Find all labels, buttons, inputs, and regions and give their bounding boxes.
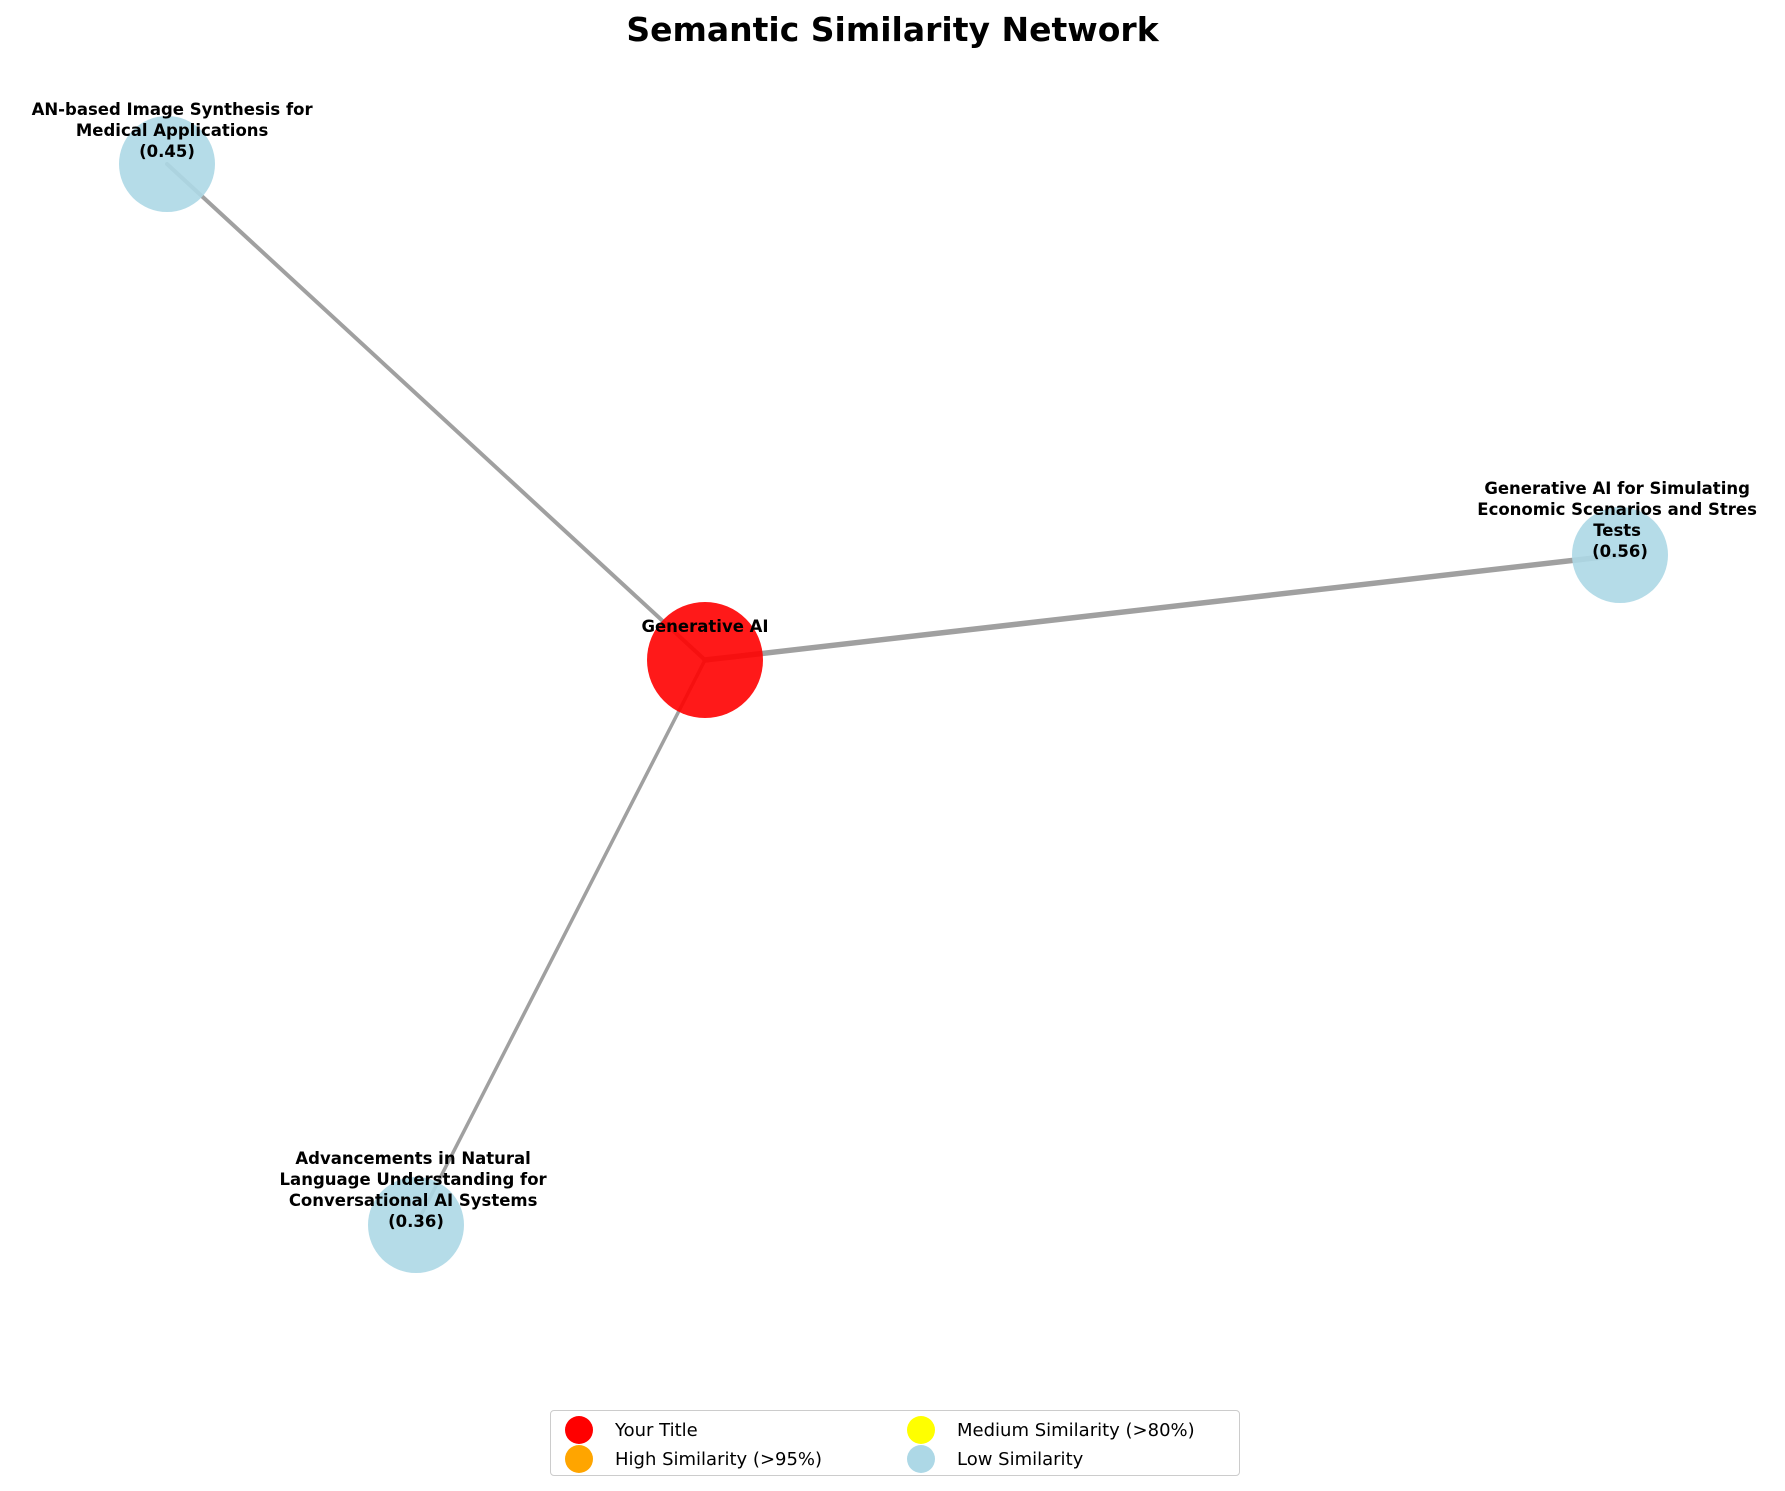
legend-marker-yellow — [907, 1416, 935, 1444]
legend: Your Title High Similarity (>95%) Medium… — [550, 1410, 1240, 1476]
labels-layer: Generative AI AN-based Image Synthesis f… — [32, 100, 1762, 1231]
legend-marker-orange — [565, 1445, 593, 1473]
edge-center-right — [702, 552, 1623, 663]
legend-item-your-title: Your Title — [565, 1416, 698, 1444]
legend-marker-red — [565, 1416, 593, 1444]
legend-label: Your Title — [615, 1419, 698, 1441]
legend-item-medium-similarity: Medium Similarity (>80%) — [907, 1416, 1195, 1444]
legend-item-high-similarity: High Similarity (>95%) — [565, 1445, 822, 1473]
node-label-generative-ai: Generative AI — [641, 617, 768, 636]
edges-layer — [165, 162, 1623, 1227]
legend-label: Medium Similarity (>80%) — [957, 1419, 1195, 1441]
edge-center-top-left — [165, 162, 707, 662]
node-label-image-synthesis: AN-based Image Synthesis for Medical App… — [32, 100, 319, 161]
diagram-title: Semantic Similarity Network — [626, 10, 1159, 49]
node-image-synthesis[interactable] — [119, 116, 215, 212]
nodes-layer — [119, 116, 1668, 1273]
node-generative-ai[interactable] — [647, 602, 763, 718]
legend-item-low-similarity: Low Similarity — [907, 1445, 1083, 1473]
legend-label: Low Similarity — [957, 1448, 1084, 1470]
legend-marker-lightblue — [907, 1445, 935, 1473]
edge-center-bottom — [414, 658, 707, 1227]
node-label-economic-scenarios: Generative AI for Simulating Economic Sc… — [1477, 479, 1762, 561]
node-natural-language[interactable] — [368, 1177, 464, 1273]
legend-label: High Similarity (>95%) — [615, 1448, 823, 1470]
node-label-natural-language: Advancements in Natural Language Underst… — [280, 1149, 553, 1231]
node-economic-scenarios[interactable] — [1572, 507, 1668, 603]
